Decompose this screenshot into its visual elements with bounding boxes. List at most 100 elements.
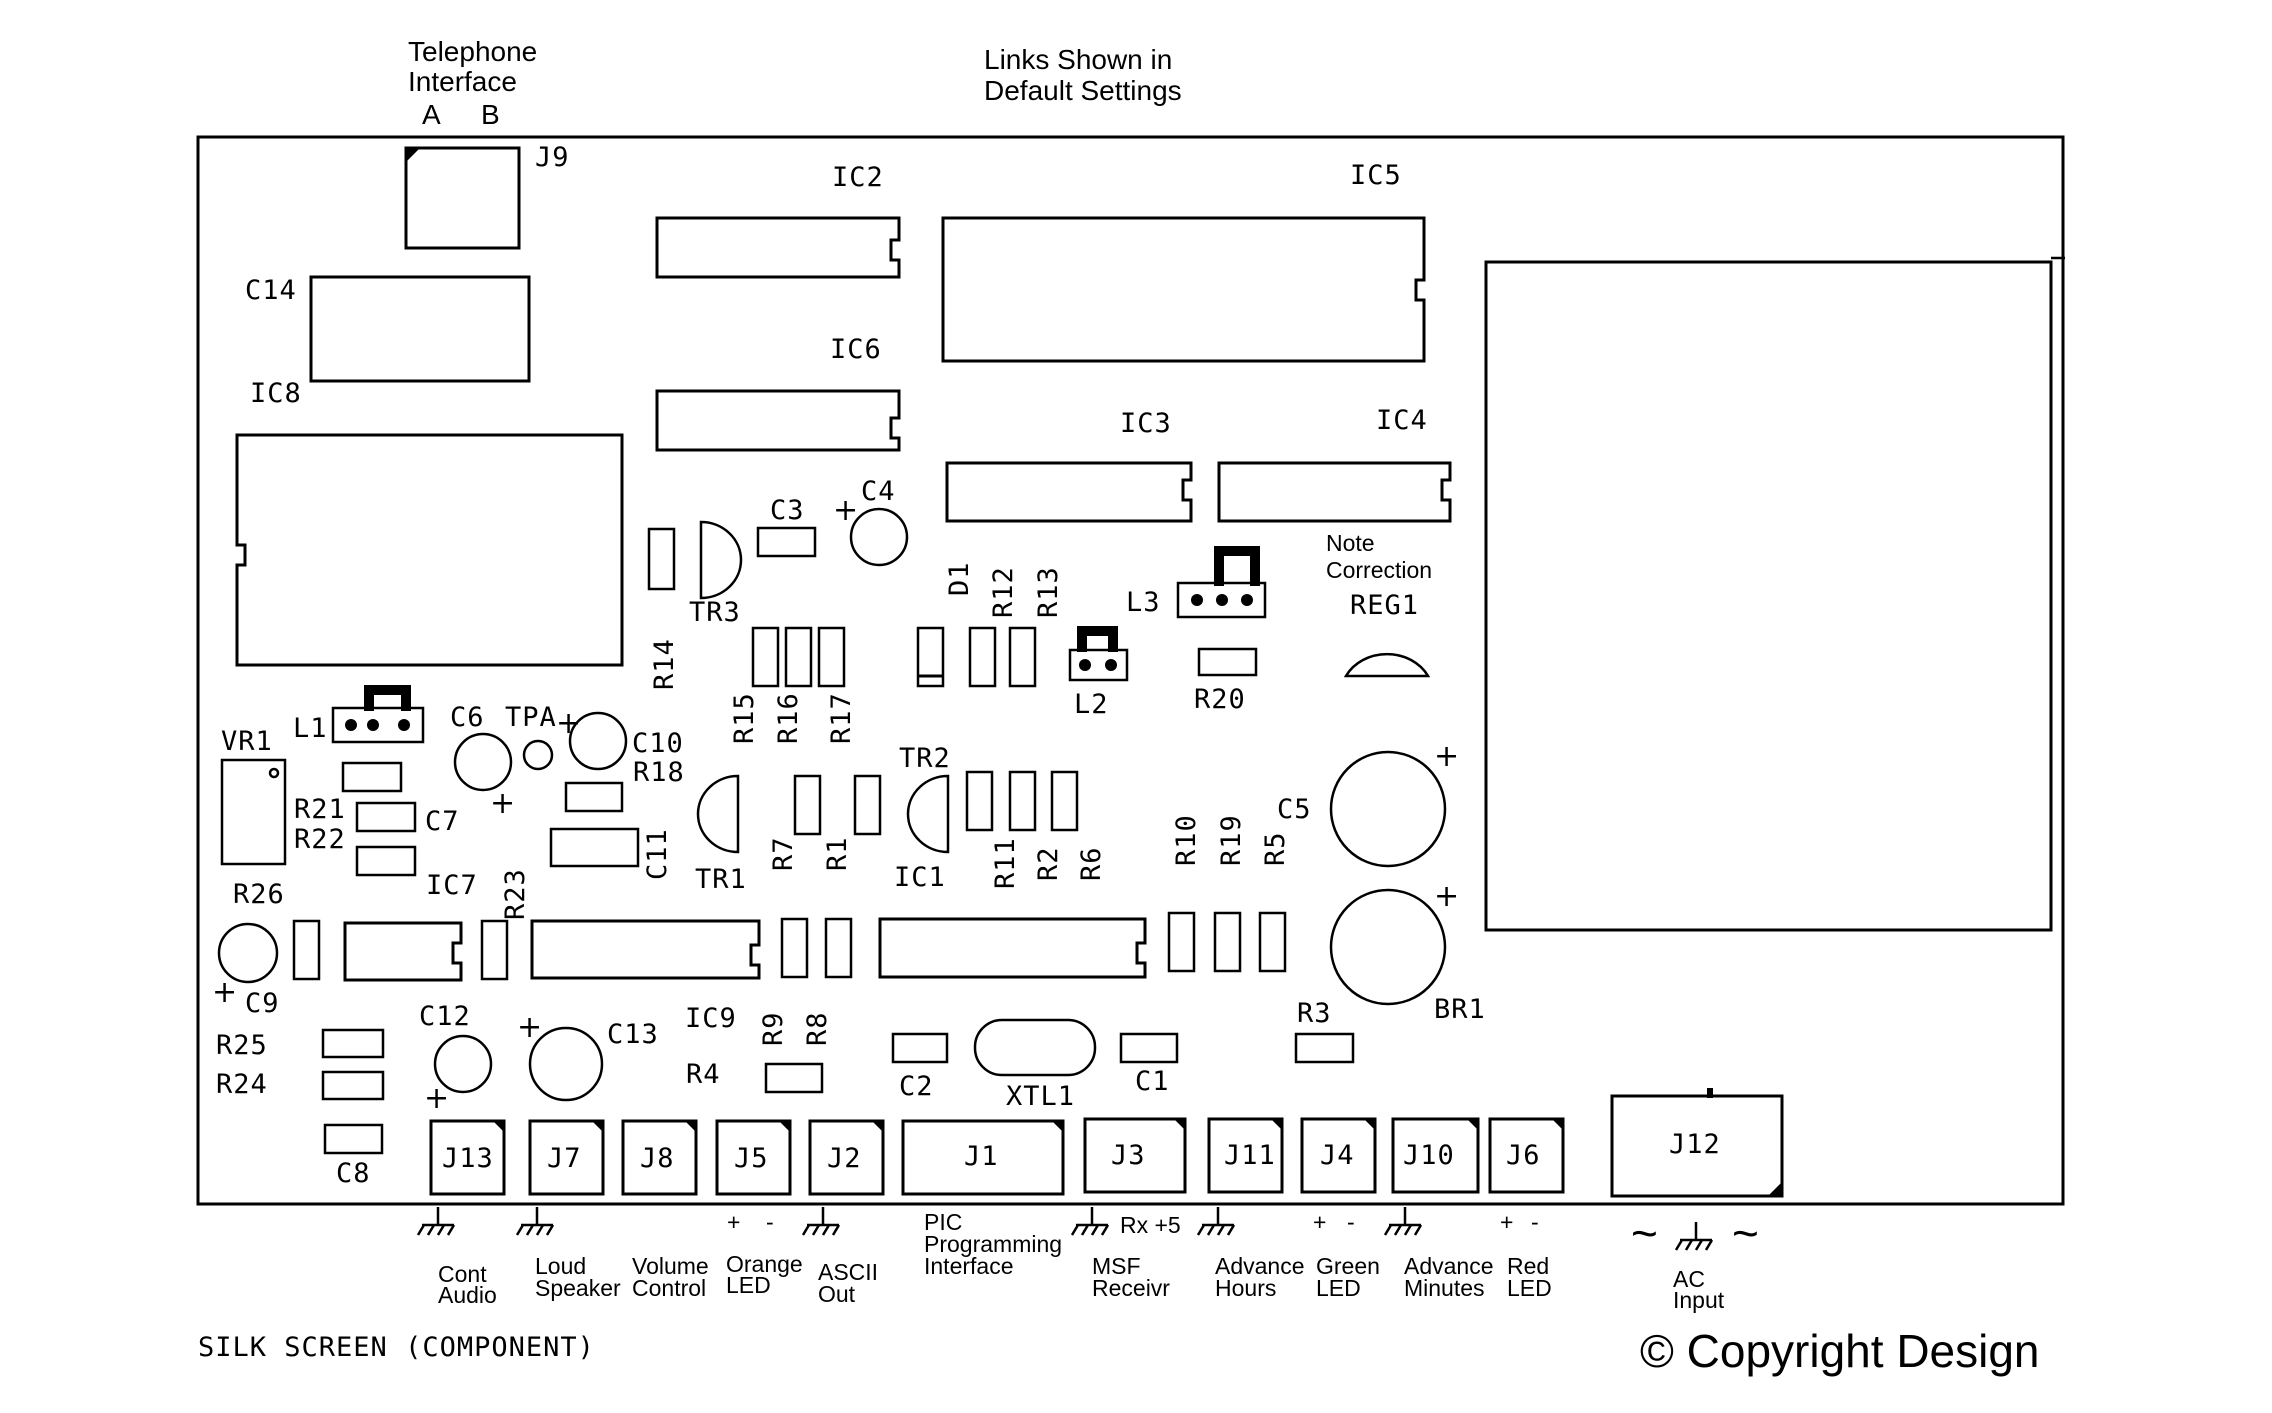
label-j9: J9 [535, 142, 570, 173]
j4-outline [1300, 1117, 1377, 1194]
j5-minus: - [766, 1209, 774, 1235]
j7-outline [528, 1119, 605, 1196]
caption-pic-3: Interface [924, 1253, 1014, 1279]
label-r16: R16 [773, 692, 804, 744]
gnd-j2 [801, 1205, 841, 1237]
c2-body [891, 1032, 949, 1064]
ic2-outline [655, 216, 901, 279]
c6-plus: + [490, 786, 515, 821]
j5-marker [779, 1121, 790, 1132]
caption-cont-audio-1: Cont [438, 1261, 487, 1287]
caption-advance-hours-1: Advance [1215, 1253, 1305, 1279]
label-j8: J8 [640, 1143, 675, 1174]
caption-msf-1: MSF [1092, 1253, 1141, 1279]
label-r21: R21 [294, 794, 346, 825]
j6-outline [1488, 1117, 1565, 1194]
gnd-j3 [1070, 1205, 1110, 1237]
label-j7: J7 [547, 1143, 582, 1174]
l2-pin1 [1079, 659, 1091, 671]
r-body-r13 [1008, 626, 1037, 688]
l2-pin2 [1105, 659, 1117, 671]
label-r13: R13 [1033, 566, 1064, 618]
caption-advance-hours-2: Hours [1215, 1275, 1276, 1301]
l1-jumper [364, 685, 411, 711]
label-j12: J12 [1669, 1129, 1721, 1160]
label-r8: R8 [802, 1011, 833, 1046]
tel-terminal-a: A [422, 99, 441, 130]
label-r3: R3 [1297, 998, 1332, 1029]
label-r14: R14 [649, 638, 680, 690]
ic5-outline [941, 216, 1426, 363]
c5-plus: + [1434, 739, 1459, 774]
label-ic1: IC1 [894, 862, 946, 893]
label-br1: BR1 [1434, 994, 1486, 1025]
label-ic4: IC4 [1376, 405, 1428, 436]
br1-body [1329, 888, 1447, 1006]
header: Telephone Interface A B Links Shown in D… [408, 36, 1182, 130]
c10-body [568, 711, 628, 771]
j3-rx5: Rx +5 [1120, 1212, 1181, 1238]
j11-outline [1207, 1117, 1284, 1194]
gnd-j11 [1196, 1205, 1236, 1237]
label-l2: L2 [1074, 689, 1109, 720]
ic8-outline [235, 433, 624, 667]
caption-green-led-2: LED [1316, 1275, 1361, 1301]
label-tpa: TPA [505, 702, 557, 733]
label-j5: J5 [734, 1143, 769, 1174]
label-vr1: VR1 [221, 726, 273, 757]
note-line2: Correction [1326, 557, 1432, 583]
label-r15: R15 [729, 692, 760, 744]
silk-screen-caption: SILK SCREEN (COMPONENT) [198, 1332, 595, 1363]
caption-loud-speaker-1: Loud [535, 1253, 586, 1279]
telephone-title-line2: Interface [408, 66, 517, 97]
d1-body [916, 626, 945, 688]
link-headers [331, 546, 1267, 744]
r-body-r8 [824, 917, 853, 979]
label-r24: R24 [216, 1069, 268, 1100]
j1-outline [901, 1119, 1065, 1196]
ic3-outline [945, 461, 1193, 523]
label-ic3: IC3 [1120, 408, 1172, 439]
c13-plus: + [517, 1010, 542, 1045]
caption-green-led-1: Green [1316, 1253, 1380, 1279]
label-ic2: IC2 [832, 162, 884, 193]
r-body-r26 [292, 919, 321, 981]
label-tr1: TR1 [695, 864, 747, 895]
label-r26: R26 [233, 879, 285, 910]
r-body-r16 [784, 626, 813, 688]
label-c4: C4 [861, 476, 896, 507]
l2-jumper [1077, 626, 1118, 652]
r-body-r7 [793, 774, 822, 836]
caption-advance-minutes-2: Minutes [1404, 1275, 1485, 1301]
c12-plus: + [424, 1081, 449, 1116]
ic9-outline [530, 919, 761, 980]
r-body-r17 [817, 626, 846, 688]
label-r17: R17 [826, 692, 857, 744]
label-j11: J11 [1224, 1140, 1276, 1171]
j6-marker [1552, 1119, 1563, 1130]
label-ic9: IC9 [685, 1003, 737, 1034]
c4-body [849, 507, 909, 567]
label-c10: C10 [632, 728, 684, 759]
label-r10: R10 [1171, 814, 1202, 866]
label-r9: R9 [758, 1011, 789, 1046]
label-j13: J13 [442, 1143, 494, 1174]
label-r19: R19 [1216, 814, 1247, 866]
label-j4: J4 [1320, 1140, 1355, 1171]
c10-plus: + [556, 706, 581, 741]
j4-plus: + [1313, 1209, 1326, 1235]
l1-header [331, 706, 425, 744]
tpa-body [522, 739, 554, 771]
j8-outline [621, 1119, 698, 1196]
br1-plus: + [1434, 879, 1459, 914]
label-c13: C13 [607, 1019, 659, 1050]
r18-body [564, 781, 624, 813]
label-j10: J10 [1403, 1140, 1455, 1171]
label-r18: R18 [633, 757, 685, 788]
r-body-r9 [780, 917, 809, 979]
label-j1: J1 [964, 1141, 999, 1172]
label-c8: C8 [336, 1158, 371, 1189]
c9-body [217, 922, 279, 984]
c4-plus: + [833, 493, 858, 528]
